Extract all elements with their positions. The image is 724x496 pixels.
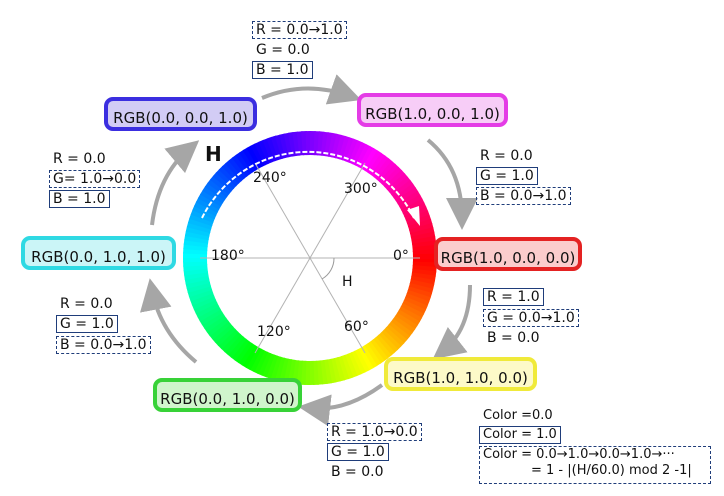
transition-red-yellow-g: G = 0.0→1.0 [483, 309, 579, 327]
hue-direction-arrow [201, 150, 415, 219]
transition-blue-magenta-r: R = 0.0→1.0 [252, 21, 347, 39]
hue-direction-arrowhead [407, 206, 420, 226]
transition-magenta-red-r: R = 0.0 [480, 148, 533, 164]
rgb-node-yellow: RGB(1.0, 1.0, 0.0) [384, 357, 537, 391]
hue-ring [182, 130, 438, 386]
rgb-node-red: RGB(1.0, 0.0, 0.0) [434, 237, 582, 271]
transition-magenta-red-g: G = 1.0 [476, 167, 538, 185]
transition-blue-magenta-b: B = 1.0 [252, 61, 313, 79]
rgb-node-green: RGB(0.0, 1.0, 0.0) [153, 378, 302, 412]
legend-solid: Color = 1.0 [479, 426, 561, 444]
transition-cyan-blue-g: G= 1.0→0.0 [49, 170, 141, 188]
angle-label-180: 180° [211, 248, 245, 264]
rgb-node-cyan: RGB(0.0, 1.0, 1.0) [21, 236, 176, 270]
transition-red-yellow-b: B = 0.0 [487, 330, 540, 346]
angle-label-60: 60° [344, 319, 369, 335]
cycle-arrows [140, 74, 478, 427]
rgb-node-blue: RGB(0.0, 0.0, 1.0) [104, 97, 257, 131]
hue-angle-arc [321, 257, 335, 280]
rgb-node-magenta: RGB(1.0, 0.0, 1.0) [357, 93, 508, 127]
legend-dashed: Color = 0.0→1.0→0.0→1.0→··· = 1 - |(H/60… [479, 446, 711, 484]
transition-cyan-blue-b: B = 1.0 [49, 190, 110, 208]
angle-spokes [200, 162, 420, 354]
transition-green-cyan-b: B = 0.0→1.0 [56, 336, 151, 354]
transition-red-yellow-r: R = 1.0 [483, 288, 544, 306]
legend-plain: Color =0.0 [483, 408, 553, 423]
transition-green-cyan-r: R = 0.0 [60, 296, 113, 312]
transition-yellow-green-g: G = 1.0 [327, 443, 389, 461]
angle-label-120: 120° [257, 324, 291, 340]
angle-label-300: 300° [344, 181, 378, 197]
angle-label-240: 240° [253, 170, 287, 186]
hue-angle-label: H [342, 274, 353, 290]
transition-yellow-green-b: B = 0.0 [331, 464, 384, 480]
legend-dashed-line2: = 1 - |(H/60.0) mod 2 -1| [531, 463, 692, 478]
transition-yellow-green-r: R = 1.0→0.0 [327, 423, 422, 441]
transition-green-cyan-g: G = 1.0 [56, 315, 118, 333]
hue-symbol: H [205, 142, 222, 166]
transition-cyan-blue-r: R = 0.0 [53, 151, 106, 167]
transition-blue-magenta-g: G = 0.0 [256, 42, 310, 58]
angle-label-0: 0° [393, 248, 409, 264]
transition-magenta-red-b: B = 0.0→1.0 [476, 187, 571, 205]
legend-dashed-line1: Color = 0.0→1.0→0.0→1.0→··· [483, 447, 675, 462]
